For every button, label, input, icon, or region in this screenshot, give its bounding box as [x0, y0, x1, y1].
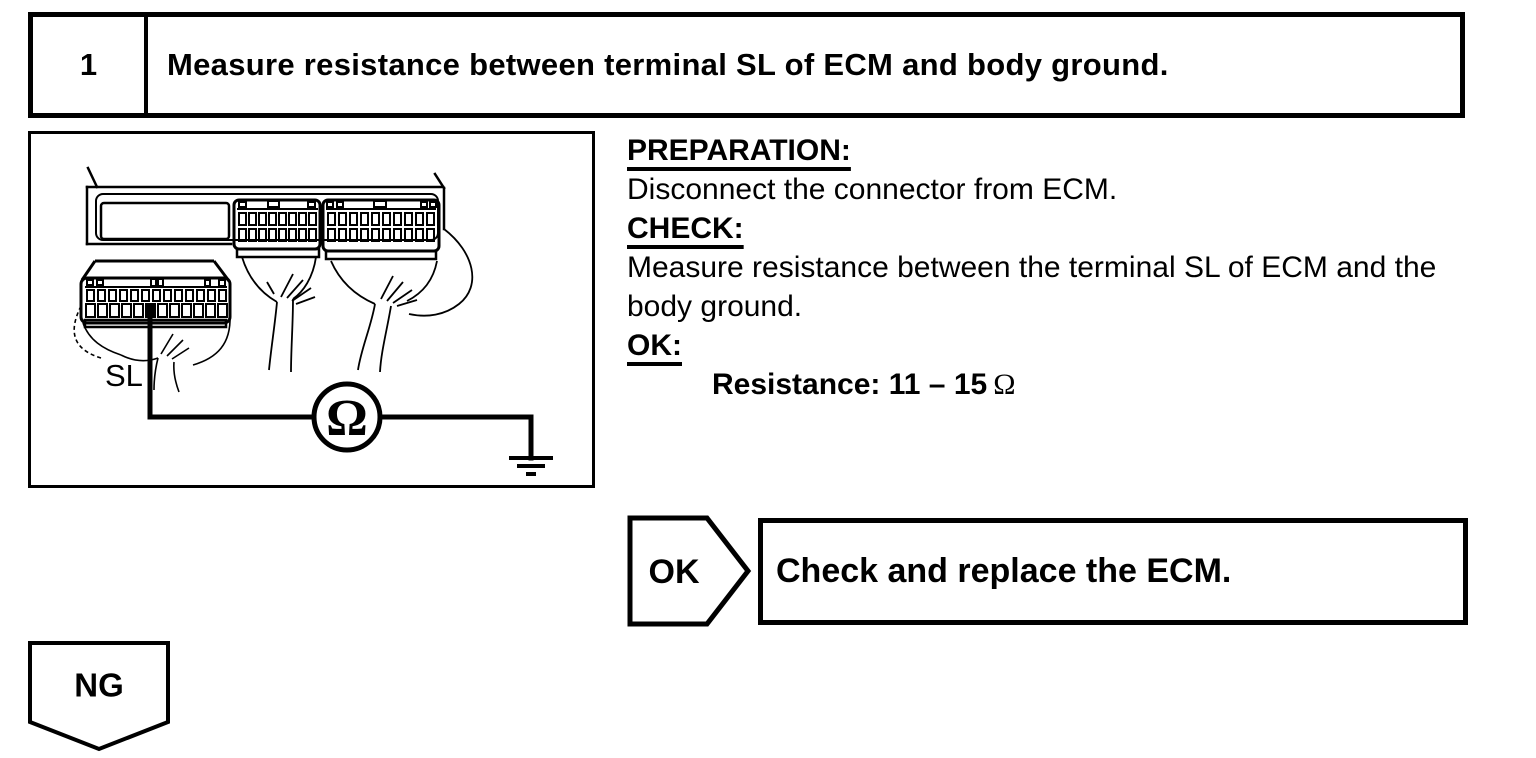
- terminal-pin: [163, 289, 172, 302]
- terminal-pin: [371, 228, 380, 242]
- harness-c: [73, 305, 231, 393]
- terminal-pin: [97, 303, 108, 318]
- terminal-pin: [238, 212, 247, 226]
- step-header: 1 Measure resistance between terminal SL…: [28, 12, 1465, 118]
- test-lead-wire: [147, 303, 534, 461]
- terminal-pin: [349, 228, 358, 242]
- harness-a: [241, 256, 317, 373]
- terminal-pin: [360, 228, 369, 242]
- terminal-pin: [278, 228, 287, 242]
- ok-connector-label: OK: [649, 553, 700, 591]
- terminal-pin: [97, 289, 106, 302]
- terminal-pin: [152, 289, 161, 302]
- terminal-pin: [360, 212, 369, 226]
- terminal-pin: [248, 212, 257, 226]
- ok-heading: OK:: [627, 329, 682, 362]
- terminal-pin: [169, 303, 180, 318]
- terminal-pin: [298, 212, 307, 226]
- step-title: Measure resistance between terminal SL o…: [167, 47, 1169, 82]
- terminal-pin: [196, 289, 205, 302]
- terminal-pin: [133, 303, 144, 318]
- terminal-pin: [382, 212, 391, 226]
- terminal-pin: [109, 303, 120, 318]
- terminal-pin: [415, 228, 424, 242]
- terminal-pin: [205, 303, 216, 318]
- check-text-line2: body ground.: [627, 290, 803, 323]
- terminal-pin: [238, 228, 247, 242]
- check-heading: CHECK:: [627, 212, 744, 245]
- sl-terminal-marker: [85, 303, 228, 318]
- terminal-pin: [426, 212, 435, 226]
- ok-result-box: Check and replace the ECM.: [758, 518, 1468, 625]
- terminal-pin: [404, 228, 413, 242]
- ground-icon: [509, 456, 553, 476]
- terminal-pin: [181, 303, 192, 318]
- ecm-diagram: SL Ω: [73, 166, 553, 476]
- ecm-connector-b: [321, 198, 441, 261]
- terminal-pin: [298, 228, 307, 242]
- terminal-pin: [258, 228, 267, 242]
- terminal-pin: [141, 289, 150, 302]
- terminal-pin: [308, 228, 317, 242]
- terminal-pin: [174, 289, 183, 302]
- harness-b: [330, 228, 474, 373]
- ok-connector: OK: [627, 515, 752, 627]
- terminal-pin: [185, 289, 194, 302]
- terminal-pin: [338, 228, 347, 242]
- terminal-pin: [121, 303, 132, 318]
- terminal-pin: [119, 289, 128, 302]
- terminal-pin: [85, 303, 96, 318]
- ohmmeter-icon: Ω: [311, 381, 383, 453]
- terminal-pin: [130, 289, 139, 302]
- ok-action-text: Check and replace the ECM.: [776, 552, 1232, 590]
- terminal-pin: [404, 212, 413, 226]
- terminal-pin: [338, 212, 347, 226]
- terminal-pin: [258, 212, 267, 226]
- terminal-pin: [327, 212, 336, 226]
- terminal-pin: [371, 212, 380, 226]
- preparation-text: Disconnect the connector from ECM.: [627, 173, 1118, 206]
- disconnected-connector: [79, 259, 232, 329]
- step-number: 1: [33, 17, 148, 113]
- check-text-line1: Measure resistance between the terminal …: [627, 251, 1437, 284]
- terminal-pin: [278, 212, 287, 226]
- terminal-pin: [218, 289, 227, 302]
- terminal-pin: [217, 303, 228, 318]
- terminal-pin: [193, 303, 204, 318]
- preparation-heading: PREPARATION:: [627, 134, 851, 167]
- terminal-pin: [207, 289, 216, 302]
- terminal-pin: [382, 228, 391, 242]
- terminal-pin: [393, 228, 402, 242]
- ng-connector: NG: [28, 641, 170, 752]
- terminal-pin: [393, 212, 402, 226]
- terminal-pin: [86, 289, 95, 302]
- terminal-pin: [308, 212, 317, 226]
- terminal-pin: [288, 228, 297, 242]
- ecm-connector-a: [232, 198, 322, 259]
- ecm-diagram-box: SL Ω: [28, 131, 595, 488]
- sl-label: SL: [105, 358, 143, 393]
- terminal-pin: [268, 212, 277, 226]
- terminal-pin: [349, 212, 358, 226]
- terminal-pin: [268, 228, 277, 242]
- terminal-pin: [327, 228, 336, 242]
- terminal-pin: [288, 212, 297, 226]
- terminal-pin: [248, 228, 257, 242]
- terminal-pin: [415, 212, 424, 226]
- instruction-column: PREPARATION: Disconnect the connector fr…: [627, 131, 1517, 404]
- terminal-pin: [426, 228, 435, 242]
- terminal-pin: [108, 289, 117, 302]
- terminal-pin: [157, 303, 168, 318]
- ohm-symbol: Ω: [326, 390, 368, 447]
- ng-connector-label: NG: [74, 667, 124, 704]
